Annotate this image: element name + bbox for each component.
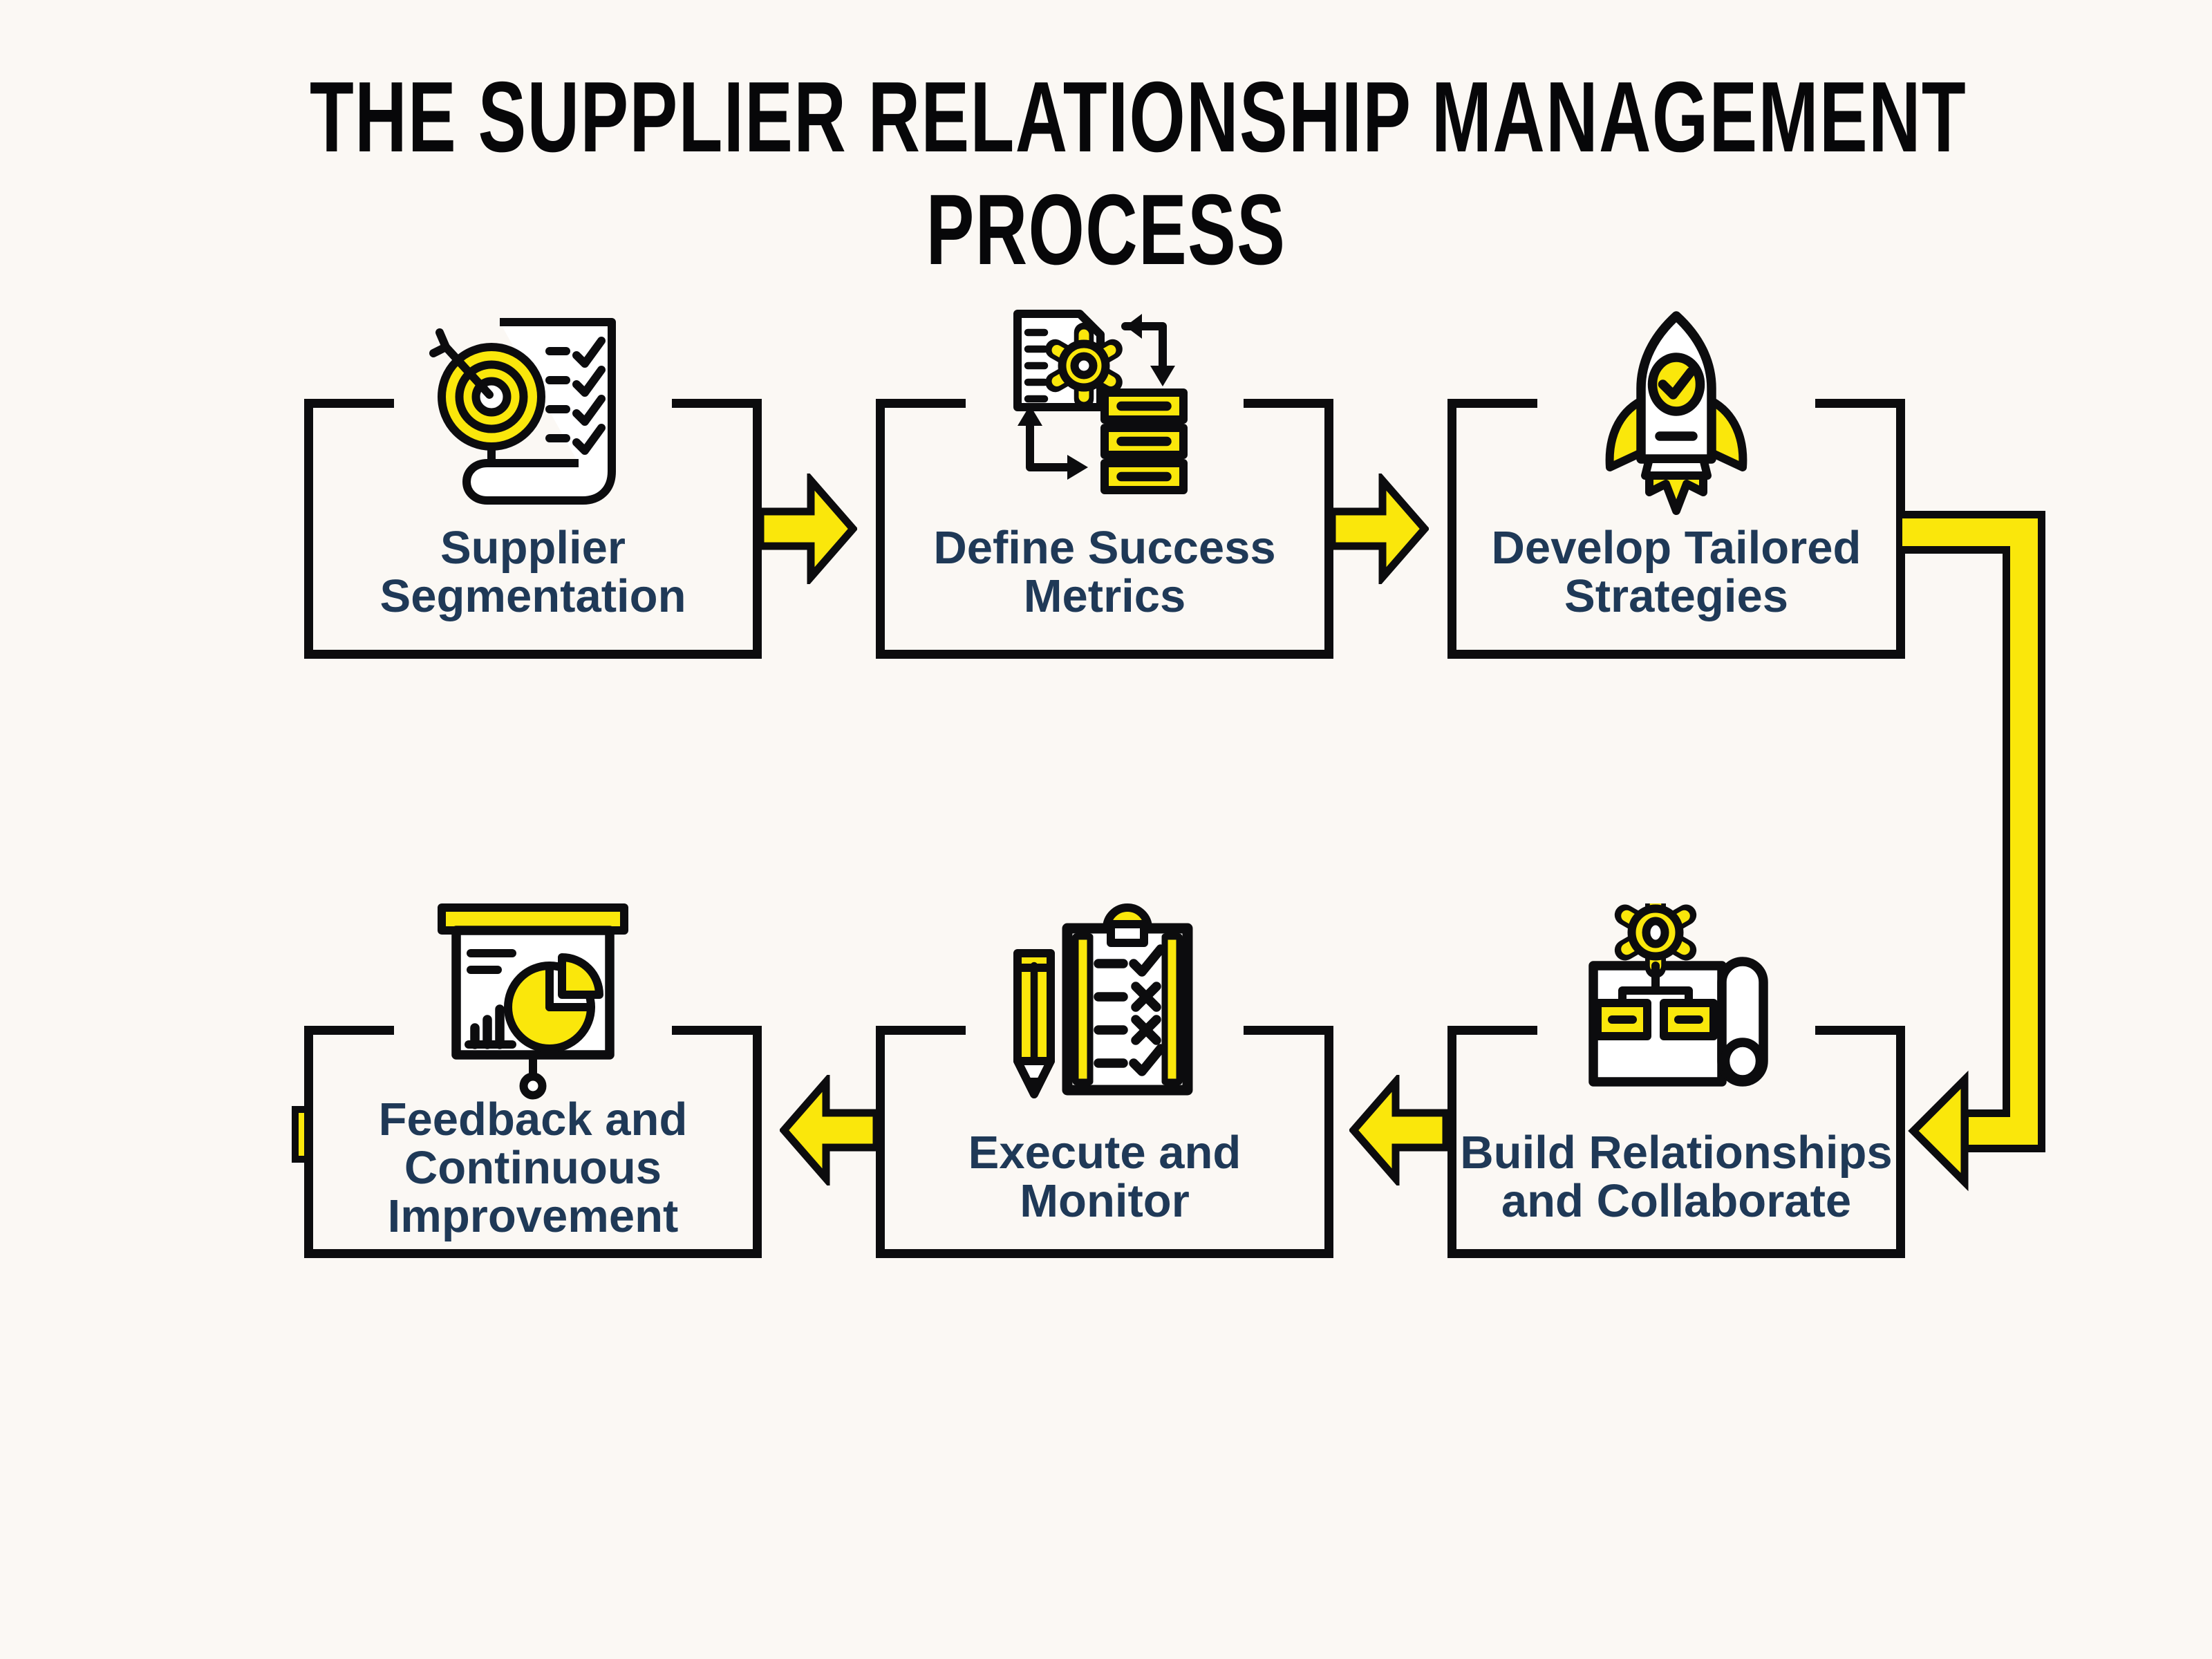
step-box-execute-and-monitor: Execute and Monitor bbox=[876, 903, 1333, 1258]
step-box-develop-tailored-strategies: Develop Tailored Strategies bbox=[1447, 311, 1905, 659]
step-label: Supplier Segmentation bbox=[313, 524, 753, 621]
arrow-step2-to-step3-icon bbox=[1328, 474, 1429, 584]
step-label-line: Build Relationships bbox=[1460, 1127, 1893, 1179]
step-label-line: Supplier bbox=[440, 522, 626, 574]
clipboard-checklist-icon bbox=[1013, 903, 1193, 1098]
step-icon-wrap bbox=[1573, 310, 1780, 538]
step-label-line: Segmentation bbox=[379, 570, 686, 622]
gear-blueprint-icon bbox=[1588, 903, 1768, 1087]
step-box-supplier-segmentation: Supplier Segmentation bbox=[304, 318, 762, 659]
step-icon-wrap bbox=[429, 310, 637, 538]
page-title-line-2: PROCESS bbox=[926, 174, 1286, 285]
page-title: THE SUPPLIER RELATIONSHIP MANAGEMENT PRO… bbox=[0, 61, 2212, 286]
arrow-step1-to-step2-icon bbox=[756, 474, 857, 584]
page-title-line-1: THE SUPPLIER RELATIONSHIP MANAGEMENT bbox=[310, 61, 1967, 173]
step-label-line: Develop Tailored bbox=[1491, 522, 1862, 574]
step-label-line: Feedback and bbox=[378, 1094, 688, 1145]
arrow-step4-to-step5-icon bbox=[1349, 1075, 1450, 1185]
step-icon-wrap bbox=[1001, 903, 1208, 1132]
step-label-line: Monitor bbox=[1020, 1175, 1190, 1227]
step-icon-wrap bbox=[429, 903, 637, 1132]
presentation-chart-icon bbox=[438, 903, 628, 1100]
rocket-icon bbox=[1605, 311, 1747, 515]
step-label: Feedback and Continuous Improvement bbox=[313, 1096, 753, 1241]
step-label-line: and Collaborate bbox=[1501, 1175, 1852, 1227]
document-gear-flow-icon bbox=[1013, 310, 1188, 494]
step-label-line: Execute and bbox=[968, 1127, 1241, 1179]
arrow-step5-to-step6-icon bbox=[780, 1075, 881, 1185]
step-label-line: Improvement bbox=[387, 1190, 679, 1242]
target-checklist-icon bbox=[429, 318, 616, 505]
step-label-line: Strategies bbox=[1564, 570, 1788, 622]
step-label: Develop Tailored Strategies bbox=[1456, 524, 1896, 621]
step-icon-wrap bbox=[1001, 310, 1208, 538]
step-label-line: Define Success bbox=[933, 522, 1276, 574]
step-icon-wrap bbox=[1573, 903, 1780, 1132]
step-label: Execute and Monitor bbox=[885, 1129, 1324, 1226]
step-label-line: Continuous bbox=[404, 1142, 662, 1194]
step-box-feedback-and-continuous-improvement: Feedback and Continuous Improvement bbox=[304, 903, 762, 1258]
gear-glyph bbox=[1045, 322, 1123, 409]
gear-glyph bbox=[1614, 903, 1697, 978]
step-label: Build Relationships and Collaborate bbox=[1456, 1129, 1896, 1226]
step-label: Define Success Metrics bbox=[885, 524, 1324, 621]
step-box-define-success-metrics: Define Success Metrics bbox=[876, 310, 1333, 659]
step-label-line: Metrics bbox=[1023, 570, 1186, 622]
step-box-build-relationships-and-collaborate: Build Relationships and Collaborate bbox=[1447, 903, 1905, 1258]
